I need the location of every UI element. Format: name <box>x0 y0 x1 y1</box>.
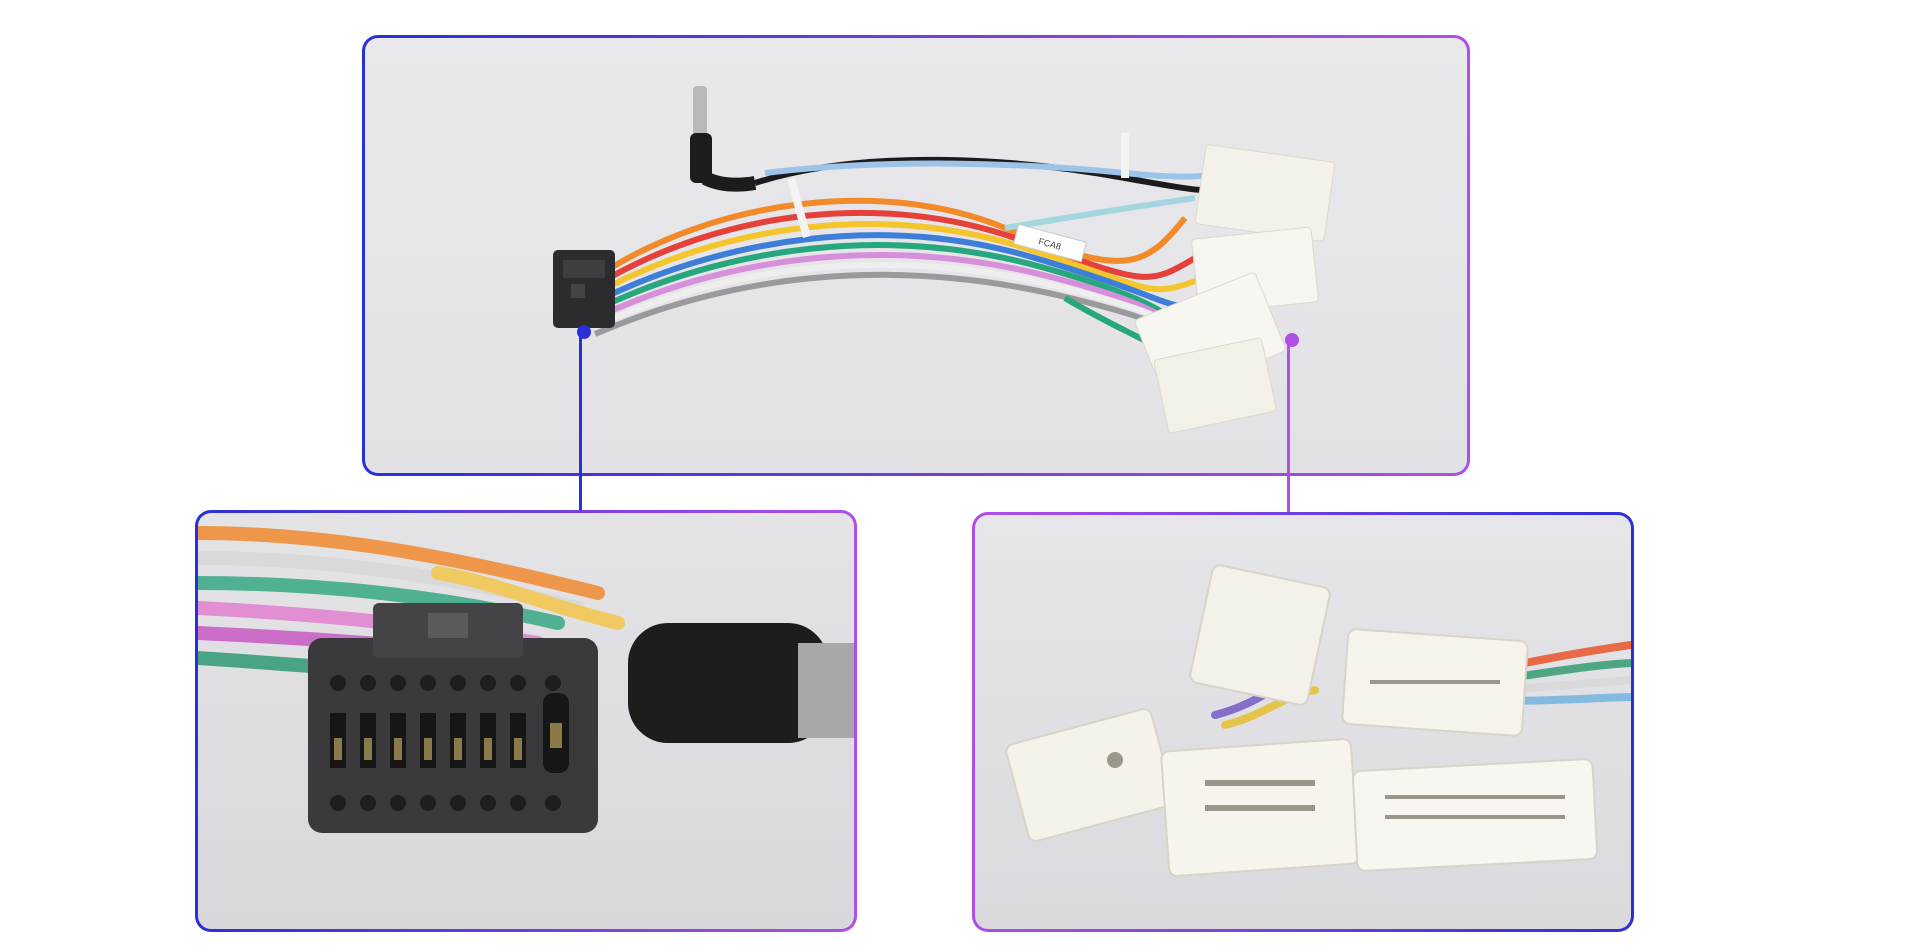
wire-bundle <box>593 156 1227 371</box>
white-connectors-detail-frame <box>972 512 1634 932</box>
connector-closeup-illustration <box>198 526 854 833</box>
harness-overview-image: FCA8 <box>365 38 1467 473</box>
white-connector-group <box>1005 564 1599 877</box>
harness-overview-frame: FCA8 <box>362 35 1470 476</box>
white-connectors <box>1134 144 1335 434</box>
pin-connector <box>308 603 598 833</box>
antenna-plug <box>690 86 757 192</box>
black-connector-detail-frame <box>195 510 857 932</box>
black-connector <box>553 250 615 328</box>
wiring-harness-illustration: FCA8 <box>553 86 1335 434</box>
right-callout-line <box>1287 341 1290 513</box>
white-connectors-detail-image <box>975 515 1631 929</box>
white-connectors-illustration <box>1005 564 1631 877</box>
left-callout-line <box>579 334 582 511</box>
black-connector-detail-image <box>198 513 854 929</box>
